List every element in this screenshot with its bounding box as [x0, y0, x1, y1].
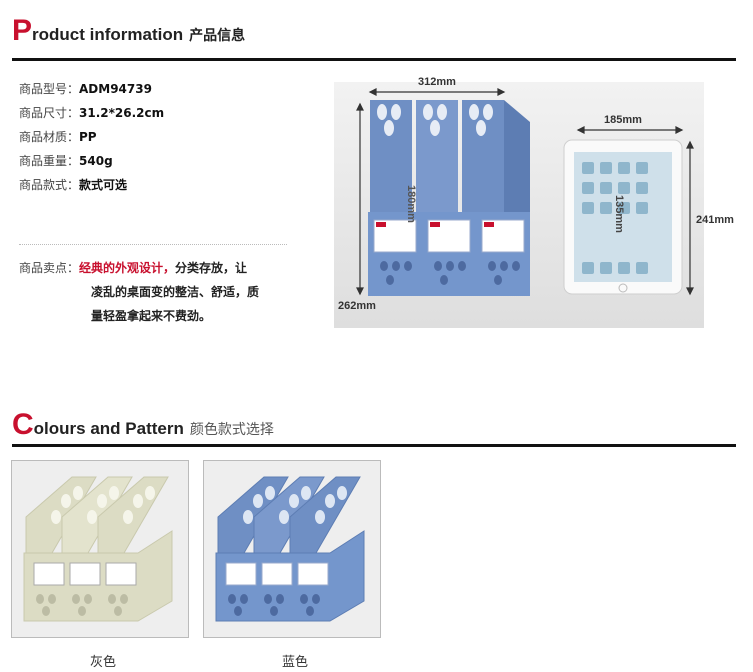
spec-row-style: 商品款式：款式可选 — [19, 173, 164, 197]
product-photo — [334, 82, 704, 328]
dim-ipad-height-label: 241mm — [696, 214, 734, 226]
colours-heading: Colours and Pattern 颜色款式选择 — [12, 408, 274, 442]
spec-value: 款式可选 — [79, 178, 128, 192]
spec-row-model: 商品型号：ADM94739 — [19, 77, 164, 101]
heading-initial: C — [12, 408, 34, 441]
heading-initial: P — [12, 14, 33, 47]
product-photo-art — [334, 82, 704, 328]
spec-key: 商品型号： — [19, 82, 80, 96]
dimension-lines — [356, 88, 694, 296]
dim-height-label: 262mm — [338, 300, 376, 312]
variant-blue-label: 蓝色 — [281, 655, 308, 670]
product-info-heading: Product information 产品信息 — [12, 14, 245, 48]
spec-key: 商品重量： — [19, 154, 80, 168]
variant-gray-thumb[interactable] — [11, 460, 189, 638]
heading-text: roduct information — [32, 25, 184, 44]
heading-rule — [12, 58, 736, 61]
selling-highlight: 经典的外观设计， — [79, 261, 176, 275]
variant-blue-thumb[interactable] — [203, 460, 381, 638]
spec-value: 540g — [79, 154, 113, 168]
spec-key: 商品材质： — [19, 130, 80, 144]
heading-rule — [12, 444, 736, 447]
tablet-comparison — [563, 139, 683, 295]
spec-row-size: 商品尺寸：31.2*26.2cm — [19, 101, 164, 125]
holder-blue-front — [368, 100, 530, 296]
heading-text: olours and Pattern — [33, 419, 184, 438]
variant-gray-label: 灰色 — [89, 655, 116, 670]
spec-list: 商品型号：ADM94739 商品尺寸：31.2*26.2cm 商品材质：PP 商… — [19, 77, 164, 197]
dim-ipad-inner-label: 135mm — [612, 195, 625, 233]
selling-line-3: 量轻盈拿起来不费劲。 — [91, 309, 212, 323]
spec-row-material: 商品材质：PP — [19, 125, 164, 149]
spec-key: 商品款式： — [19, 178, 80, 192]
dotted-divider — [19, 244, 287, 245]
selling-line-1: 商品卖点：经典的外观设计，分类存放，让 — [19, 256, 299, 280]
selling-line-2: 凌乱的桌面变的整洁、舒适，质 — [91, 285, 260, 299]
dim-width-label: 312mm — [418, 76, 456, 88]
holder-gray-image — [12, 461, 188, 637]
spec-value: 31.2*26.2cm — [79, 106, 165, 120]
spec-key: 商品尺寸： — [19, 106, 80, 120]
spec-value: PP — [79, 130, 97, 144]
selling-text: 分类存放，让 — [175, 261, 248, 275]
spec-value: ADM94739 — [79, 82, 152, 96]
selling-key: 商品卖点： — [19, 261, 80, 275]
heading-zh: 产品信息 — [189, 28, 246, 44]
selling-points: 商品卖点：经典的外观设计，分类存放，让 凌乱的桌面变的整洁、舒适，质 量轻盈拿起… — [19, 256, 299, 328]
holder-blue-image — [204, 461, 380, 637]
spec-row-weight: 商品重量：540g — [19, 149, 164, 173]
heading-zh: 颜色款式选择 — [189, 422, 274, 438]
dim-ipad-width-label: 185mm — [604, 114, 642, 126]
dim-inner-label: 180mm — [404, 185, 417, 223]
